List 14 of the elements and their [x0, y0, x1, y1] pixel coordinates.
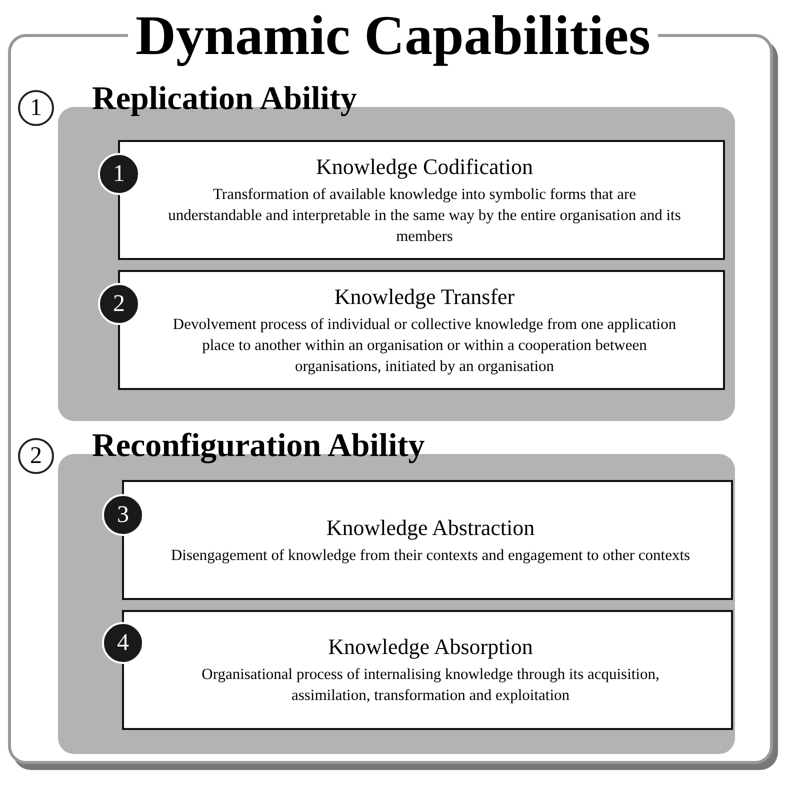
number-circle: 2	[98, 283, 140, 325]
box-description: Organisational process of internalising knowledge through its acquisition, assimilation, transformation and exploitation	[200, 665, 660, 706]
section-heading: Replication Ability	[92, 80, 357, 118]
number-circle: 4	[102, 622, 144, 664]
section-heading: Reconfiguration Ability	[92, 427, 425, 465]
box-heading: Knowledge Abstraction	[326, 514, 535, 540]
box-heading: Knowledge Codification	[316, 154, 533, 180]
box-description: Transformation of available knowledge into symbolic forms that are understandable and interpretable in the same way by the entire organisation and its members	[167, 184, 682, 246]
number-circle: 3	[102, 494, 144, 536]
number-circle: 1	[98, 153, 140, 195]
box-description: Devolvement process of individual or collective knowledge from one application place to another within an organisation or within a cooperation between organisations, initiated by an organisation	[172, 314, 678, 376]
box-heading: Knowledge Transfer	[334, 284, 515, 310]
box-description: Disengagement of knowledge from their contexts and engagement to other contexts	[170, 546, 690, 566]
box-heading: Knowledge Absorption	[328, 634, 533, 660]
